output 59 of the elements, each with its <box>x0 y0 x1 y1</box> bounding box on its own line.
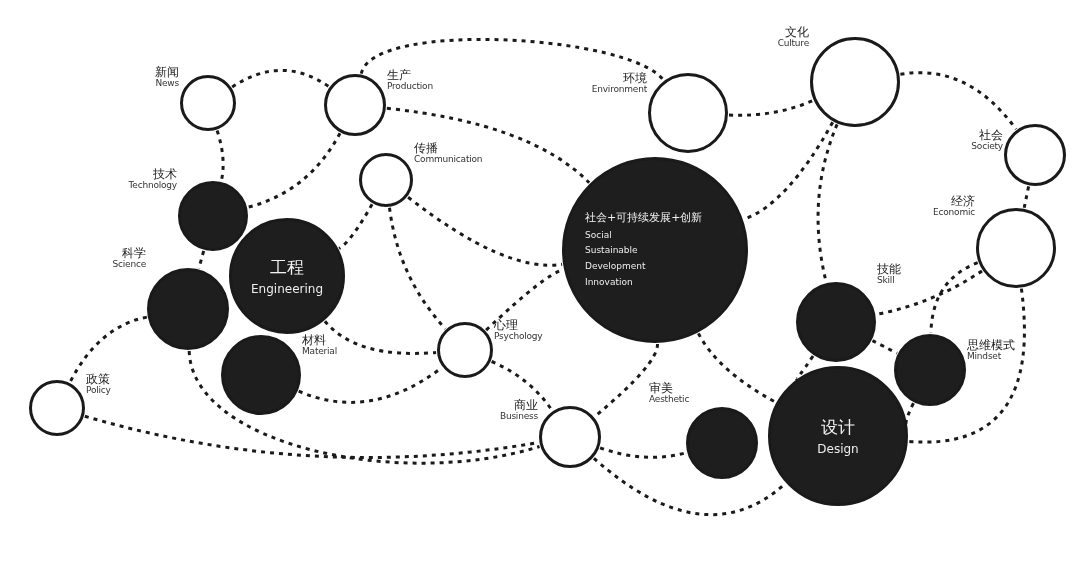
dashed-connector <box>599 446 687 459</box>
node-label: 文化 <box>785 26 809 39</box>
node-label: 科学 <box>122 247 146 260</box>
dashed-connector <box>386 106 591 184</box>
node-label: 审美 <box>649 381 673 395</box>
node-label: 新闻 <box>155 66 179 79</box>
node-title: 社会+可持续发展+创新 <box>585 209 703 225</box>
dashed-connector <box>68 315 148 383</box>
node-label: 经济 <box>951 195 975 208</box>
node-label-english: Communication <box>414 154 483 165</box>
dashed-connector <box>323 320 437 355</box>
node-label-english: Technology <box>128 180 177 191</box>
node-label-english: Business <box>499 411 538 422</box>
node-subtitle: Social Sustainable Development Innovation <box>585 228 646 289</box>
dashed-connector <box>728 99 814 117</box>
node-label: 技术 <box>153 168 177 181</box>
node-label: 材料 <box>302 334 326 347</box>
node-label-english: Society <box>971 141 1003 152</box>
dashed-connector <box>490 360 554 412</box>
node-label: 心理 <box>494 319 518 332</box>
dashed-connector <box>795 355 815 380</box>
dashed-connector <box>231 68 330 89</box>
node-label-english: Environment <box>591 84 647 95</box>
dashed-connector <box>900 71 1018 131</box>
dashed-connector <box>197 250 206 269</box>
dashed-connector <box>215 130 225 182</box>
dashed-connector <box>908 288 1026 444</box>
node-label-english: Skill <box>877 275 895 286</box>
node-title: 工程 <box>270 255 304 279</box>
dashed-connector <box>360 38 665 82</box>
node-label-english: News <box>155 78 179 89</box>
node-label: 生产 <box>387 69 411 82</box>
node-label: 传播 <box>414 142 438 155</box>
node-label: 思维模式 <box>967 339 1015 352</box>
node-label: 技能 <box>877 263 901 276</box>
dashed-connector <box>876 269 983 316</box>
node-label-english: Aesthetic <box>649 394 690 404</box>
dashed-connector <box>338 203 374 250</box>
node-label-english: Production <box>387 81 433 92</box>
dashed-connector <box>871 339 898 355</box>
node-label-english: Culture <box>777 38 809 49</box>
node-subtitle: Design <box>817 441 859 457</box>
node-label: 社会 <box>979 129 1003 142</box>
dashed-connector <box>1022 186 1031 209</box>
node-subtitle: Engineering <box>251 281 323 297</box>
dashed-connector <box>697 332 777 404</box>
dashed-connector <box>187 350 540 465</box>
node-label-english: Material <box>302 346 337 357</box>
node-label-english: Psychology <box>494 331 543 342</box>
dashed-connector <box>247 132 342 209</box>
dashed-connector <box>407 196 563 267</box>
node-label-english: Economic <box>933 207 975 218</box>
node-label: 政策 <box>86 373 110 386</box>
node-label-english: Science <box>112 259 146 270</box>
node-label: 商业 <box>514 399 538 412</box>
node-title: 设计 <box>821 415 855 439</box>
node-label-english: Mindset <box>967 351 1002 362</box>
node-label-english: Policy <box>86 385 111 396</box>
node-label: 环境 <box>623 72 647 85</box>
